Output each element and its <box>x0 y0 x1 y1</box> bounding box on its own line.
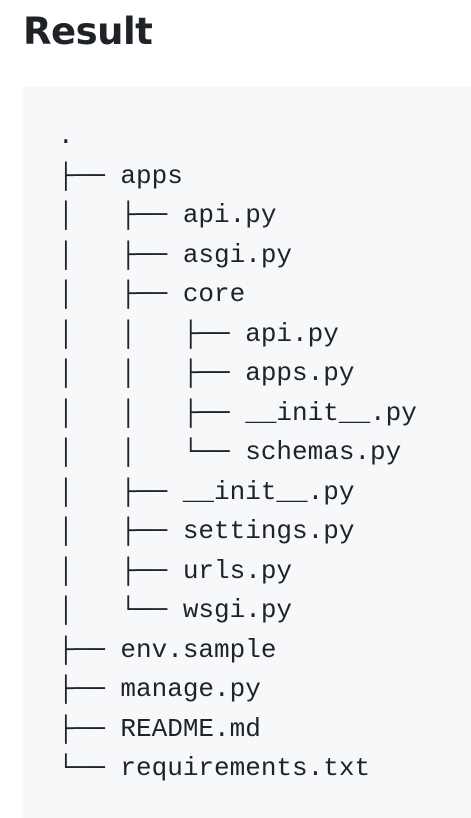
tree-line-env-sample: ├── env.sample <box>58 634 277 665</box>
code-block: . ├── apps │ ├── api.py │ ├── asgi.py │ ├── … <box>23 87 471 818</box>
tree-line-manage: ├── manage.py <box>58 674 261 704</box>
tree-line-apps-init: │ ├── __init__.py <box>58 476 355 507</box>
tree-line-apps-wsgi: │ └── wsgi.py <box>58 595 293 625</box>
tree-line-apps-api: │ ├── api.py <box>58 200 277 230</box>
tree-line-core-apps: │ │ ├── apps.py <box>58 358 355 388</box>
tree-line-apps: ├── apps <box>58 160 183 191</box>
tree-line-core-init: │ │ ├── __init__.py <box>58 397 417 428</box>
tree-line-core-api: │ │ ├── api.py <box>58 318 339 349</box>
tree-line-requirements: └── requirements.txt <box>58 753 371 783</box>
directory-tree: . ├── apps │ ├── api.py │ ├── asgi.py │ ├── … <box>58 117 471 789</box>
tree-line-core-schemas: │ │ └── schemas.py <box>58 437 402 467</box>
tree-line-core: │ ├── core <box>58 279 246 309</box>
tree-line-apps-urls: │ ├── urls.py <box>58 555 293 586</box>
tree-line-apps-asgi: │ ├── asgi.py <box>58 239 293 270</box>
tree-line-apps-settings: │ ├── settings.py <box>58 516 355 546</box>
result-heading: Result <box>23 10 153 53</box>
tree-line-root: . <box>58 121 74 151</box>
tree-line-readme: ├── README.md <box>58 713 261 744</box>
